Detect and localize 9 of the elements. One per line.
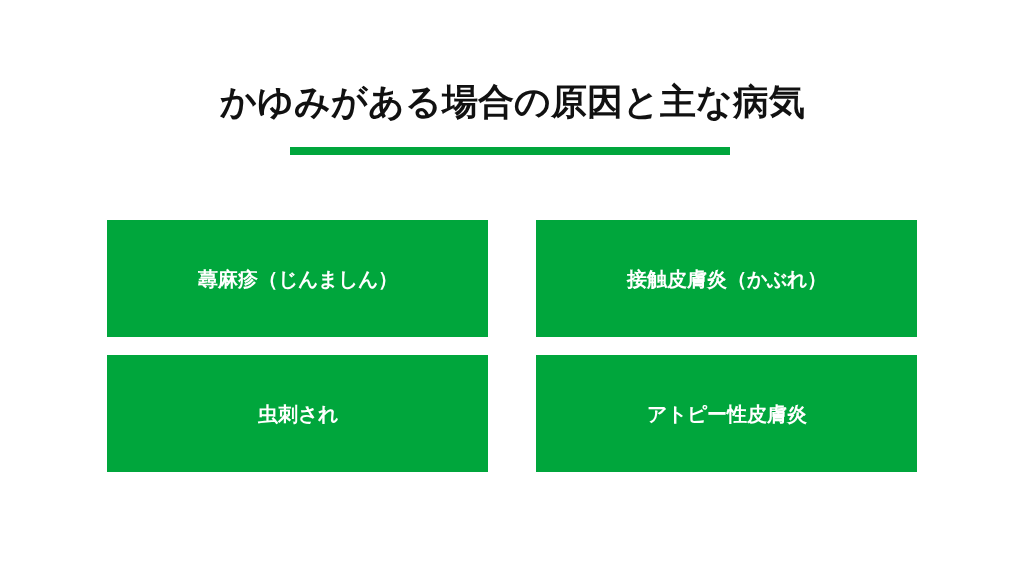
condition-box [107,220,488,337]
condition-name: 虫刺され [257,400,338,428]
condition-name: 蕁麻疹（じんましん） [197,265,398,293]
condition-box [536,220,917,337]
condition-name: 接触皮膚炎（かぶれ） [626,265,827,293]
condition-box [536,355,917,472]
title: かゆみがある場合の原因と主な病気 [219,80,805,124]
condition-name: アトピー性皮膚炎 [646,400,807,428]
condition-box [107,355,488,472]
